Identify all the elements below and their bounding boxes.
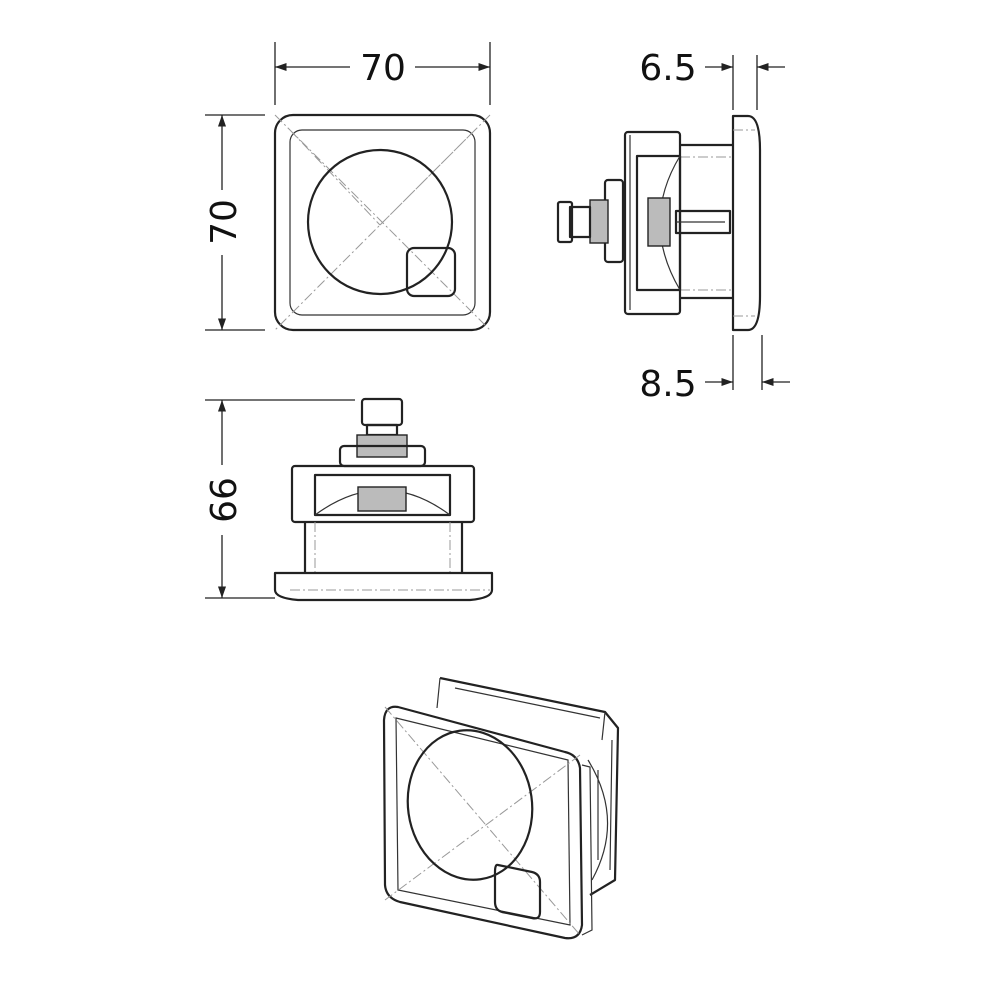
housing (290, 464, 476, 524)
dimension-label-height: 70 (204, 199, 245, 245)
dimension-label-6-5: 6.5 (639, 48, 696, 89)
dimension-label-width: 70 (360, 48, 406, 89)
dimension-label-depth: 66 (204, 477, 245, 523)
isometric-view (382, 676, 620, 940)
top-view (273, 397, 494, 602)
thread-inner (647, 197, 671, 247)
bolt-head (556, 200, 574, 244)
thread-outer (589, 199, 609, 244)
face-plate (273, 571, 494, 602)
plate-thickness-top-dimension: 6.5 (639, 48, 785, 110)
dimension-label-8-5: 8.5 (639, 364, 696, 405)
bolt-head (360, 397, 404, 427)
small-square-button (405, 246, 457, 298)
side-view (556, 114, 762, 332)
front-width-dimension: 70 (274, 42, 491, 105)
front-height-dimension: 70 (204, 114, 265, 331)
face-plate (382, 705, 584, 940)
small-square-button (493, 863, 542, 920)
round-button (306, 148, 454, 296)
depth-dimension: 66 (204, 399, 355, 599)
front-view (273, 113, 492, 332)
face-plate (731, 114, 762, 332)
plate-thickness-bottom-dimension: 8.5 (639, 335, 790, 405)
round-button (406, 729, 534, 881)
